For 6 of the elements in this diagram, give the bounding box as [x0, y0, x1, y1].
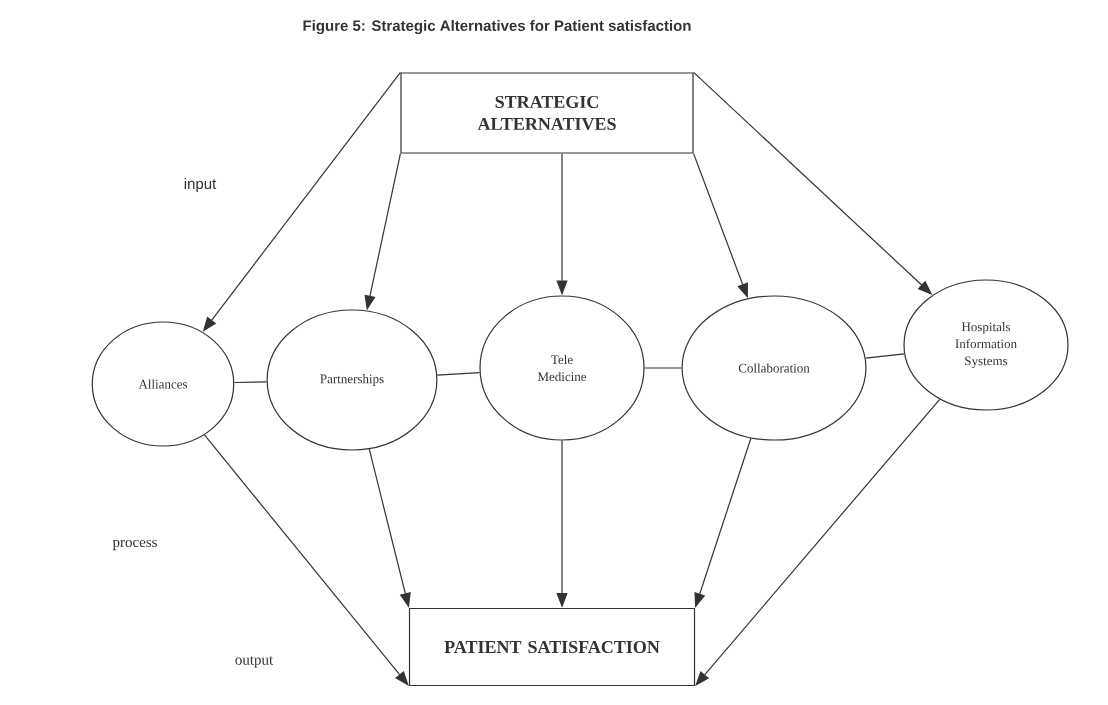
figure-title: Figure 5: Strategic Alternatives for Patient satisfaction [303, 20, 691, 35]
stage-label: output [235, 656, 274, 668]
stage-label: input [184, 178, 217, 192]
strategy-box: STRATEGIC ALTERNATIVES [400, 72, 694, 154]
outcome-box: PATIENT SATISFACTION [408, 607, 696, 687]
stage-label: process [112, 539, 157, 551]
